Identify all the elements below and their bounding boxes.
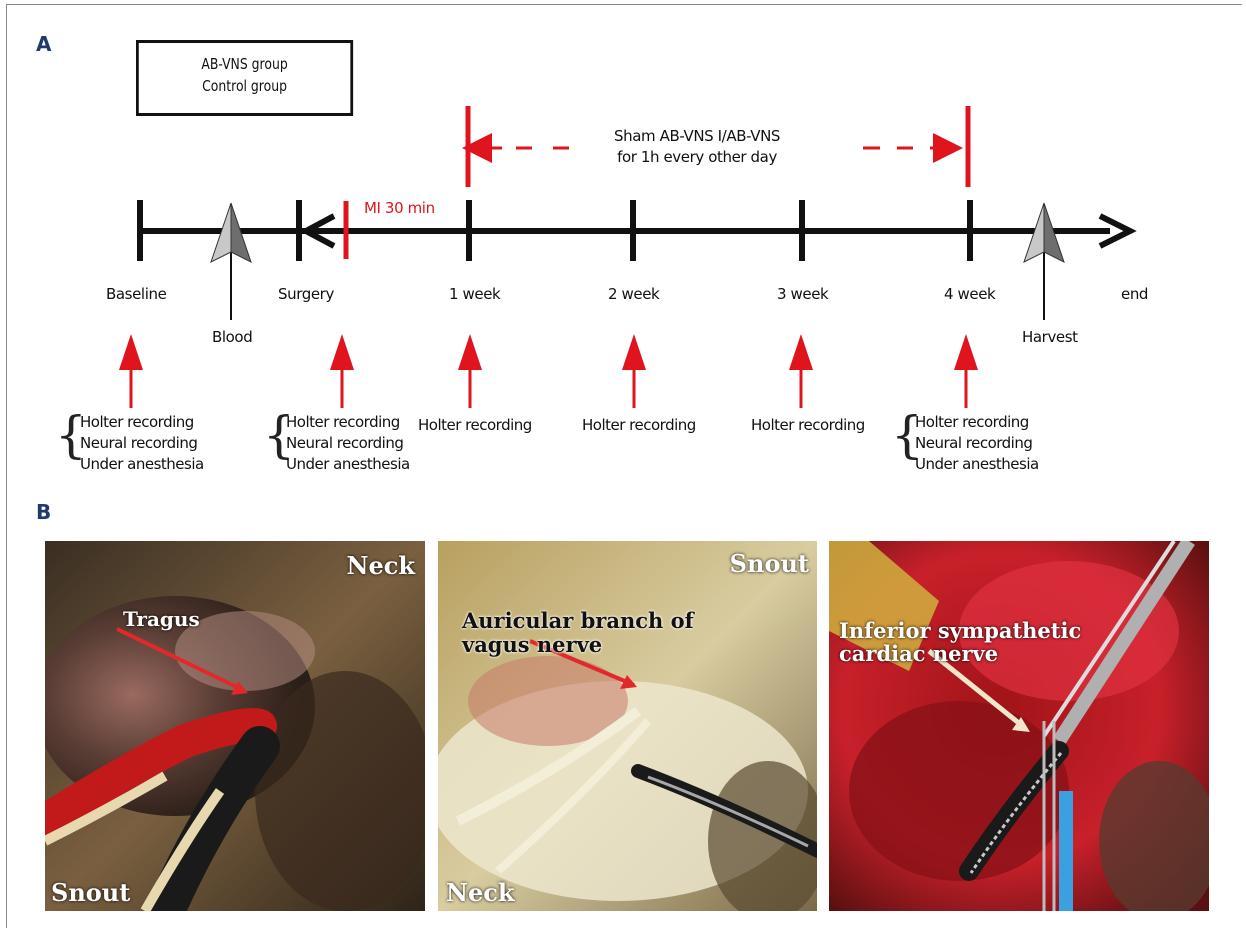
recording-arrow-week3 [789,334,813,408]
protocol-label: Sham AB-VNS I/AB-VNS for 1h every other … [614,126,780,168]
recordings-week3: Holter recording [751,415,865,436]
timepoint-week4: 4 week [944,285,995,303]
timepoint-end: end [1121,285,1148,303]
recording-item: Neural recording [286,433,410,454]
panel-b-letter: B [36,500,51,524]
mi-label: MI 30 min [364,199,435,217]
recording-item: Under anesthesia [915,454,1039,475]
recording-item: Neural recording [80,433,204,454]
recordings-week2: Holter recording [582,415,696,436]
protocol-label-line2: for 1h every other day [614,147,780,168]
photo2-top-label: Snout [730,549,809,578]
recording-arrow-baseline [119,334,143,408]
photo3-pointer-line1: Inferior sympathetic [839,619,1081,642]
recording-arrow-week1 [458,334,482,408]
protocol-label-line1: Sham AB-VNS I/AB-VNS [614,126,780,147]
timepoint-week3: 3 week [777,285,828,303]
recording-item: Neural recording [915,433,1039,454]
photo2-pointer-line2: vagus nerve [462,633,694,657]
blood-arrow [211,203,251,320]
recording-item: Holter recording [286,412,410,433]
photo2-pointer-label: Auricular branch of vagus nerve [462,609,694,657]
recording-item: Holter recording [80,412,204,433]
photo-sympathetic-nerve-image [829,541,1209,911]
recordings-week1: Holter recording [418,415,532,436]
recordings-baseline: Holter recording Neural recording Under … [80,412,204,475]
photo-auricular-branch: Snout Neck Auricular branch of vagus ner… [438,541,817,911]
recording-item: Under anesthesia [80,454,204,475]
photo2-bottom-label: Neck [446,878,514,907]
photo1-pointer-label: Tragus [123,607,200,631]
photo1-bottom-label: Snout [51,878,130,907]
timepoint-baseline: Baseline [106,285,166,303]
event-blood: Blood [212,328,252,346]
recording-arrow-week2 [622,334,646,408]
timepoint-week2: 2 week [608,285,659,303]
harvest-arrow [1024,203,1064,320]
photo-tragus: Neck Snout Tragus [45,541,425,911]
timepoint-week1: 1 week [449,285,500,303]
photo1-top-label: Neck [347,551,415,580]
recording-arrow-week4 [954,334,978,408]
photo-tragus-image [45,541,425,911]
recording-item: Holter recording [915,412,1039,433]
recording-item: Under anesthesia [286,454,410,475]
recordings-week4: Holter recording Neural recording Under … [915,412,1039,475]
timepoint-surgery: Surgery [278,285,334,303]
recording-arrow-surgery [330,334,354,408]
photo-auricular-branch-image [438,541,817,911]
photo3-pointer-line2: cardiac nerve [839,642,1081,665]
photo3-pointer-label: Inferior sympathetic cardiac nerve [839,619,1081,665]
event-harvest: Harvest [1022,328,1078,346]
photo-sympathetic-nerve: Inferior sympathetic cardiac nerve [829,541,1209,911]
photo2-pointer-line1: Auricular branch of [462,609,694,633]
recordings-surgery: Holter recording Neural recording Under … [286,412,410,475]
